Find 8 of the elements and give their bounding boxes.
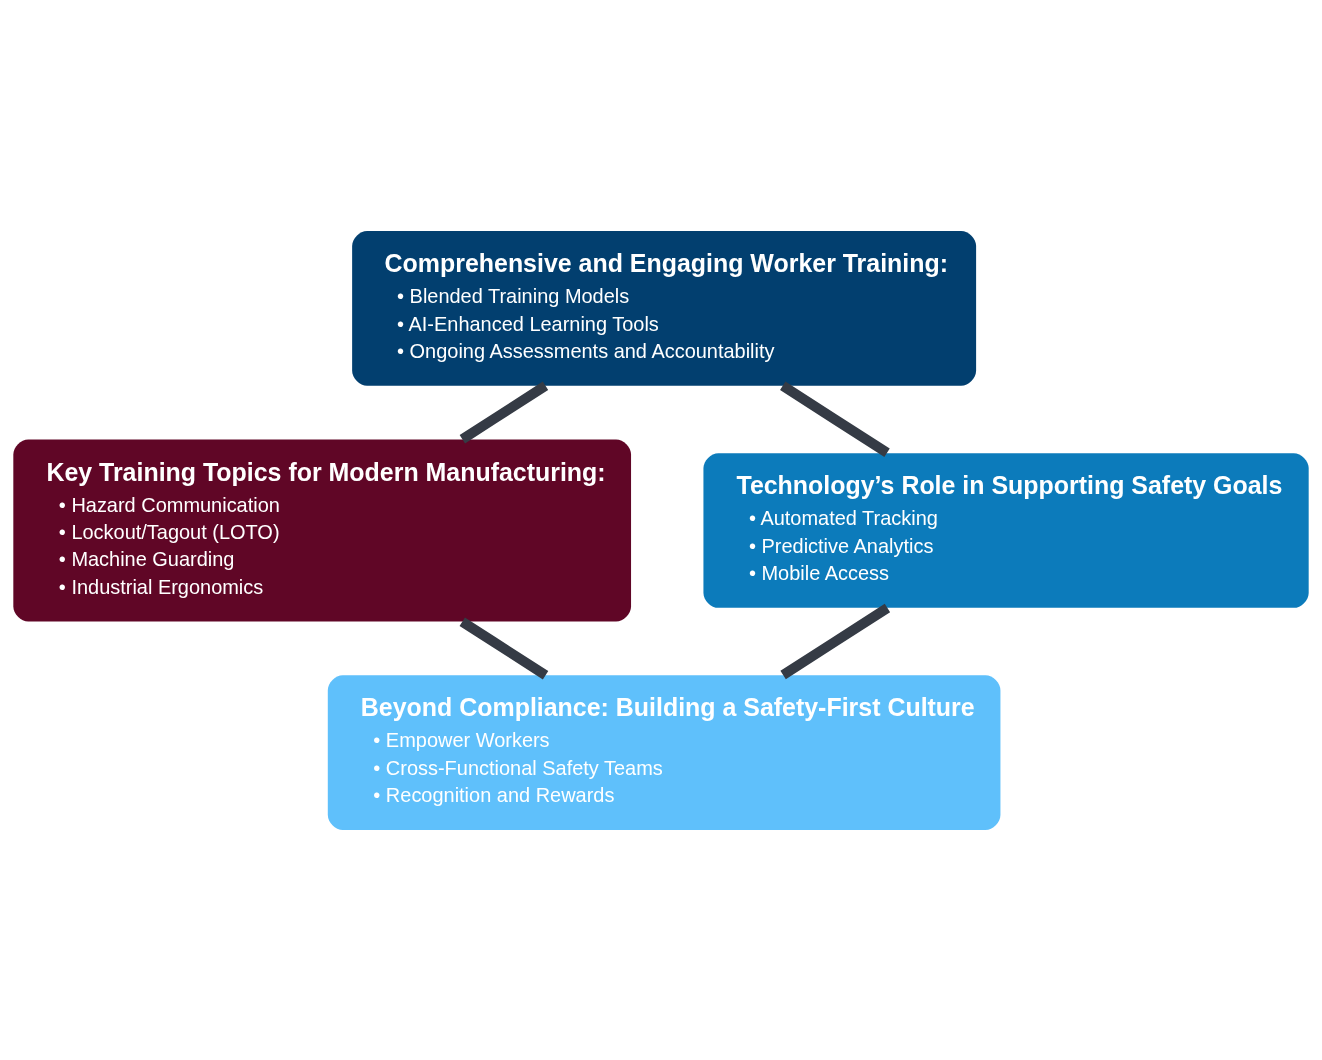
node-box: Beyond Compliance: Building a Safety-First Culture • Empower Workers • Cross-Functional Safety Teams • Recognition and Rewards	[327, 674, 1001, 830]
connector	[780, 381, 890, 457]
node-box: Technology’s Role in Supporting Safety Goals • Automated Tracking • Predictive Analytics • Mobile Access	[703, 452, 1309, 608]
connector	[459, 617, 549, 679]
node-box: Key Training Topics for Modern Manufacturing: • Hazard Communication • Lockout/Tagout (LOTO) • Machine Guarding • Industrial Ergonomics	[13, 438, 632, 622]
connector	[459, 381, 549, 443]
connector	[780, 603, 891, 679]
node-box: Comprehensive and Engaging Worker Training: • Blended Training Models • AI-Enhanced Learning Tools • Ongoing Assessments and Accountability	[352, 230, 977, 386]
